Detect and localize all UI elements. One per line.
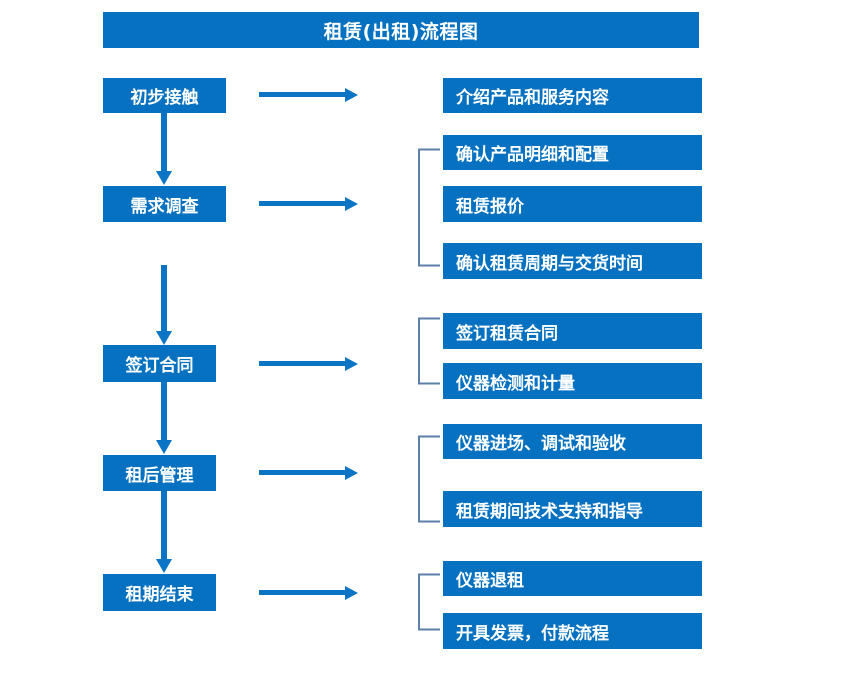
horizontal-arrow-3 xyxy=(259,355,359,373)
detail-box-仪器检测和计量[interactable]: 仪器检测和计量 xyxy=(443,363,702,399)
detail-box-确认产品明细和配置[interactable]: 确认产品明细和配置 xyxy=(443,135,702,170)
horizontal-arrow-4 xyxy=(259,464,359,482)
group-bracket-租后管理 xyxy=(417,435,441,523)
stage-box-需求调查[interactable]: 需求调查 xyxy=(103,186,226,222)
stage-box-初步接触[interactable]: 初步接触 xyxy=(103,78,226,113)
stage-box-租期结束[interactable]: 租期结束 xyxy=(103,574,216,611)
vertical-arrow-2 xyxy=(155,265,173,347)
detail-box-仪器进场调试和验收[interactable]: 仪器进场、调试和验收 xyxy=(443,424,702,459)
stage-box-租后管理[interactable]: 租后管理 xyxy=(103,455,216,491)
horizontal-arrow-1 xyxy=(259,86,359,104)
detail-box-租赁期间技术支持和指导[interactable]: 租赁期间技术支持和指导 xyxy=(443,491,702,527)
diagram-title-banner: 租赁(出租)流程图 xyxy=(103,12,699,48)
group-bracket-租期结束 xyxy=(417,573,441,631)
detail-box-介绍产品和服务内容[interactable]: 介绍产品和服务内容 xyxy=(443,78,702,113)
vertical-arrow-3 xyxy=(155,382,173,456)
detail-box-签订租赁合同[interactable]: 签订租赁合同 xyxy=(443,313,702,349)
stage-box-签订合同[interactable]: 签订合同 xyxy=(103,345,216,382)
vertical-arrow-4 xyxy=(155,491,173,575)
horizontal-arrow-5 xyxy=(259,584,359,602)
group-bracket-签订合同 xyxy=(417,317,441,385)
detail-box-确认租赁周期与交货时间[interactable]: 确认租赁周期与交货时间 xyxy=(443,243,702,279)
detail-box-开具发票付款流程[interactable]: 开具发票，付款流程 xyxy=(443,613,702,649)
horizontal-arrow-2 xyxy=(259,195,359,213)
vertical-arrow-1 xyxy=(155,113,173,187)
detail-box-仪器退租[interactable]: 仪器退租 xyxy=(443,561,702,596)
detail-box-租赁报价[interactable]: 租赁报价 xyxy=(443,186,702,222)
group-bracket-需求调查 xyxy=(417,148,441,267)
